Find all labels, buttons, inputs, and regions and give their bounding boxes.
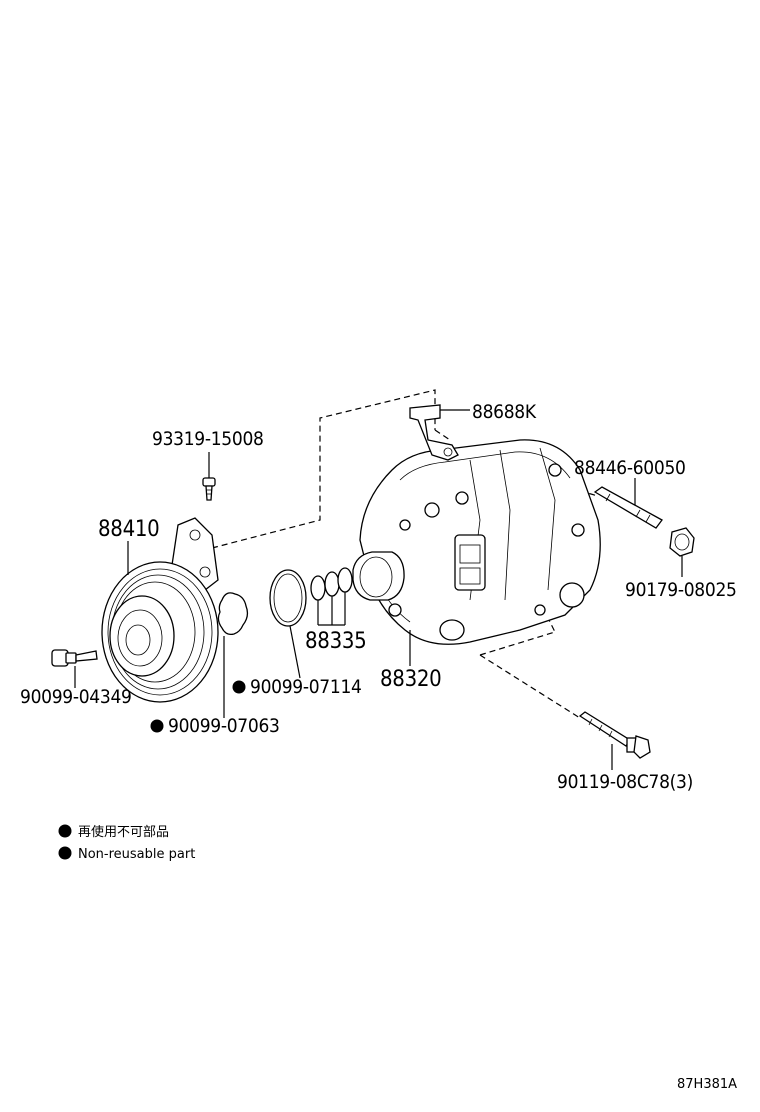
shims-88335 bbox=[310, 567, 353, 626]
label-90179-08025: 90179-08025 bbox=[625, 579, 737, 601]
bracket-88688K bbox=[409, 404, 470, 461]
legend-japanese-text: 再使用不可部品 bbox=[78, 824, 169, 840]
non-reusable-mark-90099-07063 bbox=[150, 719, 164, 733]
label-90099-07063: 90099-07063 bbox=[168, 715, 280, 737]
legend: 再使用不可部品 Non-reusable part bbox=[58, 824, 195, 862]
nut-90179 bbox=[669, 527, 695, 577]
label-88335: 88335 bbox=[305, 629, 366, 654]
screw-93319 bbox=[202, 452, 216, 501]
label-90099-04349: 90099-04349 bbox=[20, 686, 132, 708]
stud-bolt-88446 bbox=[593, 478, 663, 529]
clutch-pulley-88410 bbox=[101, 541, 219, 703]
label-90119-08C78: 90119-08C78(3) bbox=[557, 771, 693, 793]
legend-bullet-japanese bbox=[58, 824, 72, 838]
legend-english-text: Non-reusable part bbox=[78, 847, 195, 862]
compressor-88320 bbox=[352, 439, 601, 666]
figure-id: 87H381A bbox=[677, 1077, 737, 1092]
label-90099-07114: 90099-07114 bbox=[250, 676, 362, 698]
label-88446-60050: 88446-60050 bbox=[574, 457, 686, 479]
non-reusable-mark-90099-07114 bbox=[232, 680, 246, 694]
bolt-90099-04349 bbox=[51, 649, 98, 688]
legend-bullet-english bbox=[58, 846, 72, 860]
label-93319-15008: 93319-15008 bbox=[152, 428, 264, 450]
label-88688K: 88688K bbox=[472, 401, 537, 423]
snap-ring-90099-07114 bbox=[269, 569, 307, 679]
snap-ring-90099-07063 bbox=[217, 592, 249, 718]
bolt-90119 bbox=[578, 711, 651, 770]
label-88320: 88320 bbox=[380, 667, 441, 692]
label-88410: 88410 bbox=[98, 517, 159, 542]
